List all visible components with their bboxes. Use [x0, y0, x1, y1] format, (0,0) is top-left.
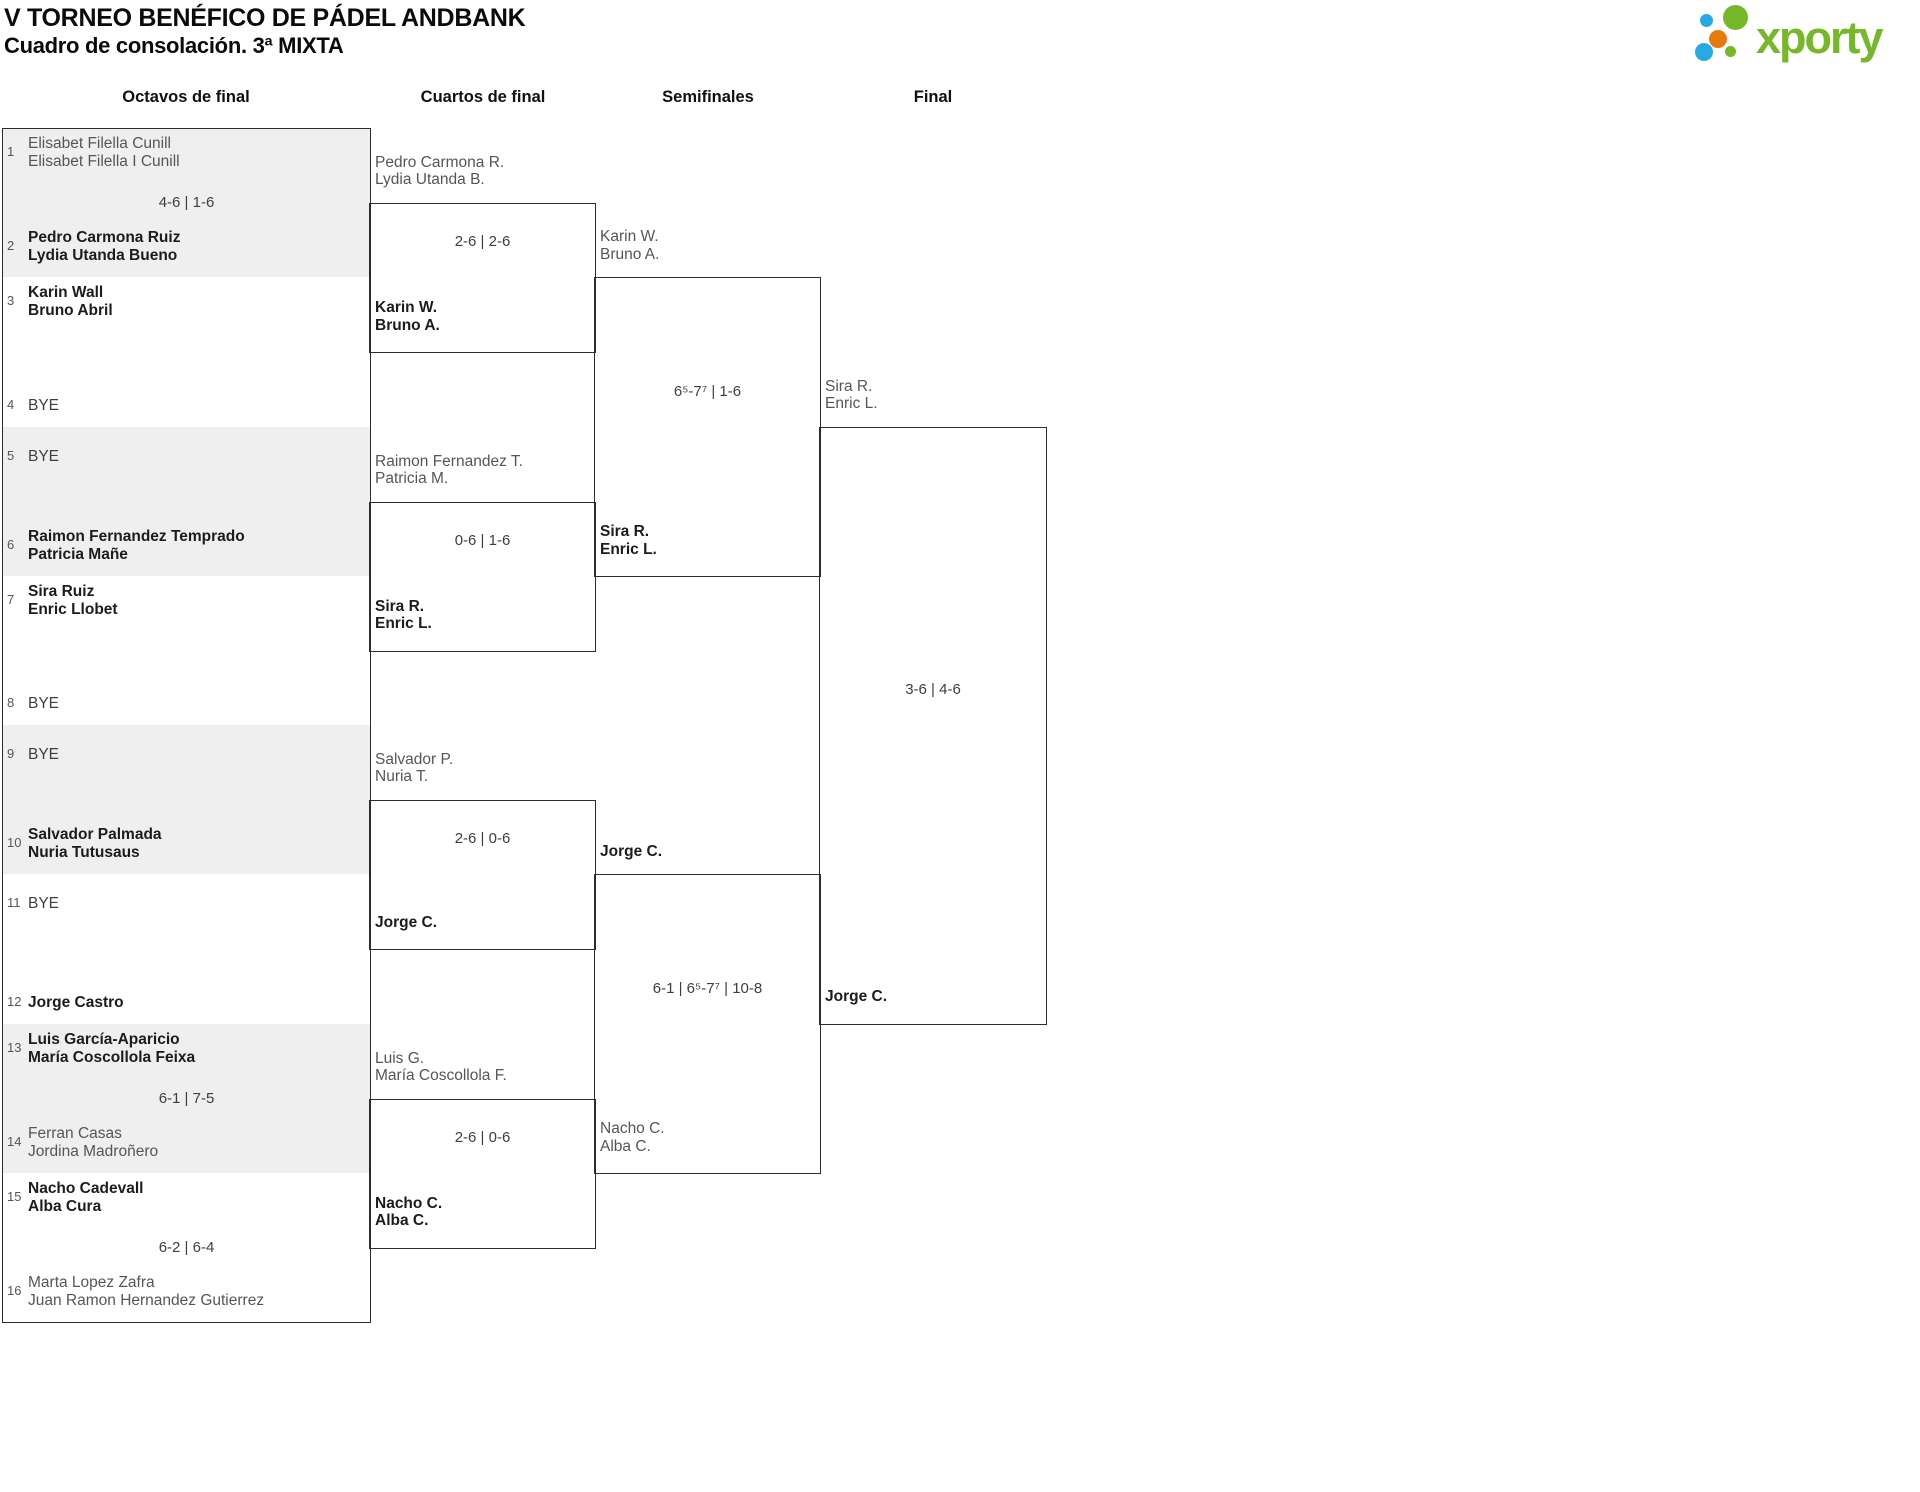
seed-number: 5	[7, 448, 15, 463]
seed-number: 15	[7, 1189, 22, 1204]
page-subtitle: Cuadro de consolación. 3ª MIXTA	[4, 33, 344, 58]
seed-number: 10	[7, 835, 22, 850]
seed-number: 9	[7, 746, 15, 761]
participant-label: Jorge C.	[600, 842, 663, 860]
match-score: 2-6 | 0-6	[454, 1129, 511, 1146]
round-header-final: Final	[913, 88, 953, 106]
seed-number: 1	[7, 144, 15, 159]
seed-number: 12	[7, 994, 22, 1009]
seed-number: 8	[7, 695, 15, 710]
participant-label: Jorge C.	[375, 913, 438, 931]
match-score: 0-6 | 1-6	[454, 532, 511, 549]
participant-label: Sira R.Enric L.	[375, 597, 432, 633]
match-box-r1	[2, 128, 371, 278]
participant-label: Nacho C.Alba C.	[375, 1194, 443, 1230]
match-box-r1	[2, 427, 371, 577]
match-score: 2-6 | 2-6	[454, 233, 511, 251]
participant-label: Sira R.Enric L.	[600, 523, 657, 558]
round-header-octavos: Octavos de final	[122, 88, 250, 106]
participant-label: Luis G.María Coscollola F.	[375, 1049, 507, 1085]
logo-dot-green-small	[1725, 46, 1736, 57]
participant-label: Karin W.Bruno A.	[600, 228, 660, 263]
logo-dot-orange	[1709, 30, 1727, 48]
participant-label: BYE	[28, 695, 60, 712]
participant-label: BYE	[28, 397, 60, 414]
round-header-cuartos: Cuartos de final	[420, 88, 546, 106]
participant-label: Jorge Castro	[28, 994, 124, 1011]
xporty-logo[interactable]: xporty	[0, 0, 1920, 80]
seed-number: 3	[7, 293, 15, 308]
match-box-r1	[2, 725, 371, 875]
match-score: 6⁵-7⁷ | 1-6	[673, 382, 742, 400]
match-box-r1	[2, 1173, 371, 1323]
match-score: 6-2 | 6-4	[158, 1238, 215, 1256]
match-score: 6-1 | 7-5	[158, 1089, 215, 1107]
match-score: 3-6 | 4-6	[905, 681, 961, 699]
match-box-r1	[2, 1024, 371, 1174]
seed-number: 7	[7, 592, 15, 607]
page-title: V TORNEO BENÉFICO DE PÁDEL ANDBANK	[4, 4, 526, 32]
logo-wordmark: xporty	[1756, 12, 1884, 63]
match-box-r4	[819, 426, 1047, 1025]
participant-label: Raimon Fernandez T.Patricia M.	[375, 452, 523, 488]
logo-dot-green-large	[1723, 5, 1748, 30]
match-box-r1	[2, 576, 371, 726]
seed-number: 14	[7, 1134, 22, 1149]
logo-dot-blue-small	[1700, 14, 1713, 27]
participant-label: BYE	[28, 448, 60, 465]
match-score: 6-1 | 6⁵-7⁷ | 10-8	[652, 979, 763, 997]
participant-label: BYE	[28, 895, 60, 912]
participant-label: Salvador P.Nuria T.	[375, 750, 454, 786]
participant-label: Karin W.Bruno A.	[375, 299, 440, 334]
participant-label: Pedro Carmona R.Lydia Utanda B.	[375, 153, 505, 189]
seed-number: 11	[7, 895, 21, 910]
match-score: 2-6 | 0-6	[454, 830, 511, 848]
participant-label: BYE	[28, 746, 60, 763]
seed-number: 4	[7, 397, 15, 412]
seed-number: 6	[7, 537, 15, 552]
seed-number: 13	[7, 1040, 22, 1055]
participant-label: Jorge C.	[825, 988, 888, 1006]
seed-number: 2	[7, 238, 15, 253]
participant-label: Sira R.Enric L.	[825, 377, 878, 413]
participant-label: Nacho C.Alba C.	[600, 1120, 665, 1155]
match-box-r1	[2, 874, 371, 1025]
seed-number: 16	[7, 1283, 22, 1298]
round-header-semifinales: Semifinales	[662, 88, 754, 106]
match-score: 4-6 | 1-6	[158, 193, 215, 211]
logo-dot-blue-large	[1695, 43, 1713, 61]
